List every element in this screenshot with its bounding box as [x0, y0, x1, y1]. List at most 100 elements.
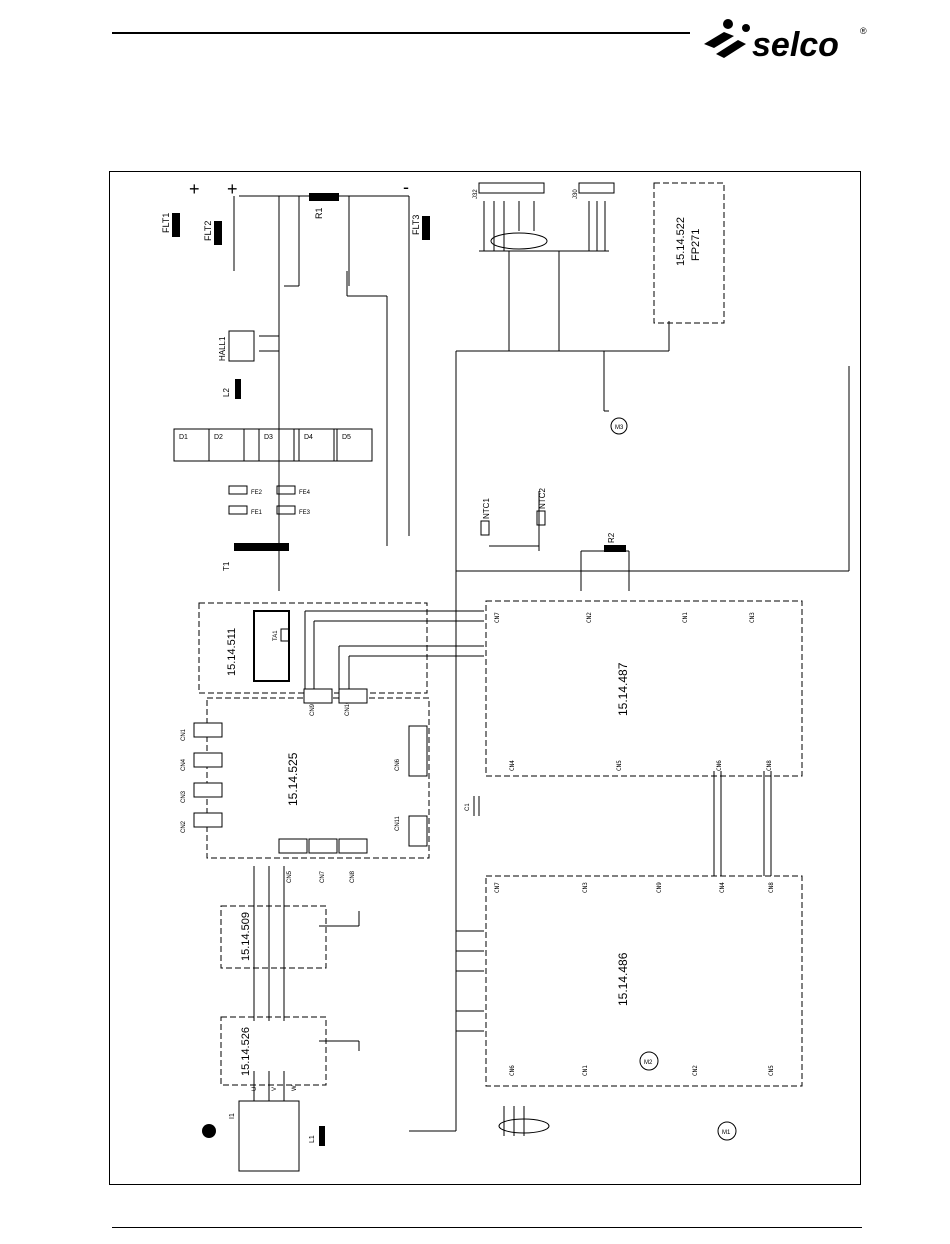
- board-15-14-486: 15.14.486 CN1 CN2 CN3 CN4 CN5 CN6 CN7 CN…: [485, 875, 803, 1087]
- board-525-cn7: CN7: [320, 870, 326, 883]
- fan-m1-label: M1: [722, 1130, 731, 1136]
- hall-sensor: HALL1: [218, 330, 255, 362]
- terminal-minus: -: [403, 177, 409, 197]
- board-15-14-522: 15.14.522 FP271: [653, 182, 725, 324]
- board-486-code: 15.14.486: [616, 952, 630, 1006]
- fuse-label-3: FE3: [299, 510, 311, 516]
- board-525-cn3: CN3: [181, 790, 187, 803]
- diode-label-2: D2: [214, 434, 223, 441]
- filter-label-1: FLT1: [161, 213, 171, 233]
- connector-j32: J32: [473, 189, 479, 199]
- switch-label: I1: [229, 1113, 236, 1119]
- board-522-code: 15.14.522: [675, 217, 687, 266]
- board-486-cn1: CN1: [582, 1065, 589, 1076]
- board-487-cn2: CN2: [586, 612, 593, 623]
- brand-name: selco: [752, 26, 839, 64]
- board-525-cn8: CN8: [350, 870, 356, 883]
- registered-mark: ®: [860, 26, 867, 36]
- fan-m3: M3: [610, 417, 628, 435]
- resistor-r2-label: R2: [607, 532, 616, 543]
- selco-logo-icon: [704, 19, 750, 58]
- board-525-cn2: CN2: [181, 820, 187, 833]
- main-switch: I1 L1: [202, 1100, 325, 1172]
- ntc1-label: NTC1: [482, 498, 491, 519]
- diode-bridge: D1 D2 D3 D4 D5: [173, 428, 373, 462]
- phase-u: U: [252, 1087, 258, 1091]
- footer-rule: [112, 1227, 862, 1228]
- phase-w: W: [292, 1085, 298, 1091]
- fuse-label-4: FE4: [299, 490, 311, 496]
- inductor-l1-label: L1: [309, 1135, 316, 1143]
- board-487-cn1: CN1: [682, 612, 689, 623]
- board-15-14-511: 15.14.511 TA1: [198, 602, 428, 694]
- board-486-cn2: CN2: [692, 1065, 699, 1076]
- diode-label-4: D4: [304, 434, 313, 441]
- board-15-14-487: 15.14.487 CN1 CN2 CN3 CN4 CN5 CN6 CN7 CN…: [485, 600, 803, 777]
- board-15-14-509: 15.14.509: [220, 905, 327, 969]
- board-486-cn6: CN6: [509, 1065, 516, 1076]
- board-486-cn5: CN5: [768, 1065, 775, 1076]
- board-525-cn1: CN1: [181, 728, 187, 741]
- fuse-group: FE1 FE2 FE3 FE4: [228, 485, 311, 516]
- fan-m3-label: M3: [615, 425, 624, 431]
- inductor-l2-label: L2: [222, 388, 231, 397]
- fan-m2: M2: [639, 1051, 659, 1071]
- board-526-code: 15.14.526: [240, 1027, 252, 1076]
- filter-label-3: FLT3: [411, 215, 421, 235]
- board-511-code: 15.14.511: [226, 628, 238, 676]
- capacitor-label: C1: [465, 803, 471, 811]
- board-525-cn6: CN6: [395, 758, 401, 771]
- resistor-r1: R1: [309, 193, 339, 219]
- board-509-code: 15.14.509: [240, 912, 252, 961]
- capacitor-c1: C1: [465, 796, 480, 816]
- wiring-schematic: + + - FLT1 FLT2 FLT3 R1 HALL1 L2 D1 D2 D…: [161, 177, 850, 1172]
- board-487-cn3: CN3: [749, 612, 756, 623]
- filter-components: FLT1 FLT2 FLT3: [161, 213, 430, 245]
- board-486-cn9: CN9: [656, 882, 663, 893]
- board-486-cn8: CN8: [768, 882, 775, 893]
- selco-logo: selco ®: [704, 19, 867, 64]
- board-525-cn9: CN9: [310, 703, 316, 716]
- board-525-cn4: CN4: [181, 758, 187, 771]
- terminal-plus-a: +: [189, 179, 200, 199]
- ntc2-label: NTC2: [538, 488, 547, 509]
- board-486-cn3: CN3: [582, 882, 589, 893]
- hall-sensor-label: HALL1: [218, 336, 227, 361]
- board-486-cn7: CN7: [494, 882, 501, 893]
- diode-label-3: D3: [264, 434, 273, 441]
- phase-v: V: [272, 1087, 278, 1091]
- board-487-cn8: CN8: [766, 760, 773, 771]
- fan-m2-label: M2: [644, 1060, 653, 1066]
- board-525-code: 15.14.525: [286, 752, 300, 806]
- board-487-cn7: CN7: [494, 612, 501, 623]
- fuse-label-1: FE1: [251, 510, 263, 516]
- diode-label-1: D1: [179, 434, 188, 441]
- schematic-frame: [109, 171, 861, 1185]
- terminal-plus-b: +: [227, 179, 238, 199]
- diode-label-5: D5: [342, 434, 351, 441]
- board-525-cn10: CN10: [345, 700, 351, 716]
- board-525-cn11: CN11: [395, 815, 401, 831]
- transformer-t1: T1: [222, 543, 289, 571]
- header-rule: [112, 32, 690, 34]
- connector-j30: J30: [573, 189, 579, 199]
- board-487-cn5: CN5: [616, 760, 623, 771]
- board-486-cn4: CN4: [719, 882, 726, 893]
- fuse-label-2: FE2: [251, 490, 263, 496]
- top-connectors: J32 J30: [473, 182, 615, 199]
- board-522-name: FP271: [690, 229, 702, 261]
- board-487-code: 15.14.487: [616, 662, 630, 716]
- board-487-cn4: CN4: [509, 760, 516, 771]
- board-15-14-525: 15.14.525 CN1 CN2 CN3 CN4 CN5 CN6 CN7 CN…: [181, 688, 430, 883]
- transformer-label: T1: [222, 561, 231, 571]
- ntc-sensors: NTC1 NTC2: [480, 488, 547, 536]
- fan-m1: M1: [717, 1121, 737, 1141]
- board-525-cn5: CN5: [287, 870, 293, 883]
- inductor-l2: L2: [222, 379, 241, 399]
- board-15-14-526: 15.14.526 U V W: [220, 1016, 327, 1091]
- board-487-cn6: CN6: [716, 760, 723, 771]
- resistor-r2: R2: [604, 532, 626, 552]
- filter-label-2: FLT2: [203, 221, 213, 241]
- current-transformer-label: TA1: [273, 630, 279, 641]
- resistor-r1-label: R1: [314, 207, 324, 219]
